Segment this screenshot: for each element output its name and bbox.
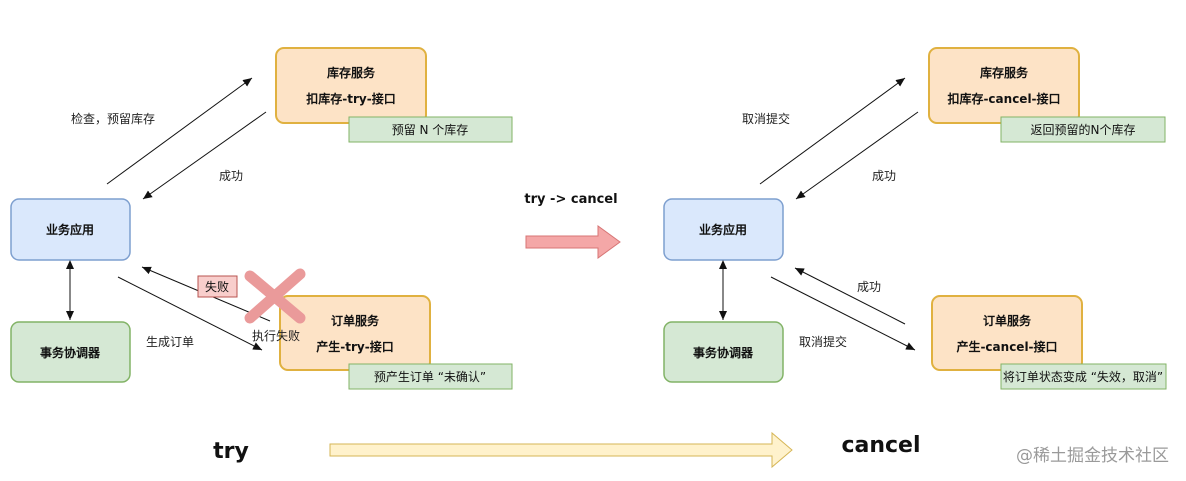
left-order-note-text: 预产生订单 “未确认” [374, 370, 486, 384]
right-arrow-cancel-submit-top [759, 77, 906, 185]
timeline-arrow-icon [329, 431, 793, 469]
left-order-service: 订单服务 产生-try-接口 [279, 295, 431, 371]
right-label-success-top: 成功 [872, 169, 896, 183]
left-label-success: 成功 [219, 169, 243, 183]
right-coordinator-node: 事务协调器 [663, 321, 784, 383]
right-order-title: 订单服务 [983, 313, 1032, 328]
fail-badge: 失败 [197, 275, 238, 298]
right-order-note: 将订单状态变成 “失效，取消” [1000, 363, 1167, 390]
transition-label: try -> cancel [524, 192, 617, 207]
cross-icon [244, 268, 306, 324]
left-app-label: 业务应用 [46, 222, 94, 237]
right-coordinator-label: 事务协调器 [693, 345, 754, 360]
left-inventory-note-text: 预留 N 个库存 [392, 122, 469, 137]
left-arrow-inventory-success [142, 111, 267, 200]
transition-arrow-icon [525, 225, 621, 259]
right-arrow-success-top [795, 111, 919, 200]
left-arrow-create-order [117, 276, 263, 351]
right-order-service: 订单服务 产生-cancel-接口 [931, 295, 1083, 371]
left-inventory-title: 库存服务 [327, 65, 376, 80]
right-label-cancel-submit-bottom: 取消提交 [799, 334, 847, 349]
right-app-node: 业务应用 [663, 198, 784, 261]
right-label-cancel-submit-top: 取消提交 [742, 111, 790, 126]
left-inventory-api: 扣库存-try-接口 [306, 91, 395, 106]
left-label-create-order: 生成订单 [146, 335, 194, 349]
right-inventory-note: 返回预留的N个库存 [1000, 116, 1166, 143]
left-coordinator-label: 事务协调器 [40, 345, 101, 360]
left-label-exec-fail: 执行失败 [252, 328, 300, 343]
watermark: @稀土掘金技术社区 [1016, 446, 1169, 466]
right-inventory-api: 扣库存-cancel-接口 [947, 91, 1060, 106]
left-inventory-service: 库存服务 扣库存-try-接口 [275, 47, 427, 124]
right-app-label: 业务应用 [699, 222, 747, 237]
left-label-check-reserve: 检查，预留库存 [71, 111, 155, 126]
right-label-success-bottom: 成功 [857, 280, 881, 294]
right-order-api: 产生-cancel-接口 [956, 339, 1057, 354]
right-inventory-note-text: 返回预留的N个库存 [1031, 122, 1136, 137]
right-inventory-title: 库存服务 [980, 65, 1029, 80]
left-order-note: 预产生订单 “未确认” [348, 363, 513, 390]
right-arrow-success-bottom [794, 267, 906, 325]
right-order-note-text: 将订单状态变成 “失效，取消” [1003, 369, 1163, 384]
footer-cancel-label: cancel [841, 433, 920, 458]
left-arrow-check-reserve [106, 77, 253, 185]
left-coordinator-node: 事务协调器 [10, 321, 131, 383]
fail-badge-text: 失败 [205, 279, 229, 294]
right-arrow-cancel-submit-bottom [770, 276, 916, 351]
left-order-api: 产生-try-接口 [316, 339, 393, 354]
left-order-title: 订单服务 [331, 313, 380, 328]
left-app-node: 业务应用 [10, 198, 131, 261]
footer-try-label: try [213, 439, 249, 464]
right-inventory-service: 库存服务 扣库存-cancel-接口 [928, 47, 1080, 124]
left-inventory-note: 预留 N 个库存 [348, 116, 513, 143]
